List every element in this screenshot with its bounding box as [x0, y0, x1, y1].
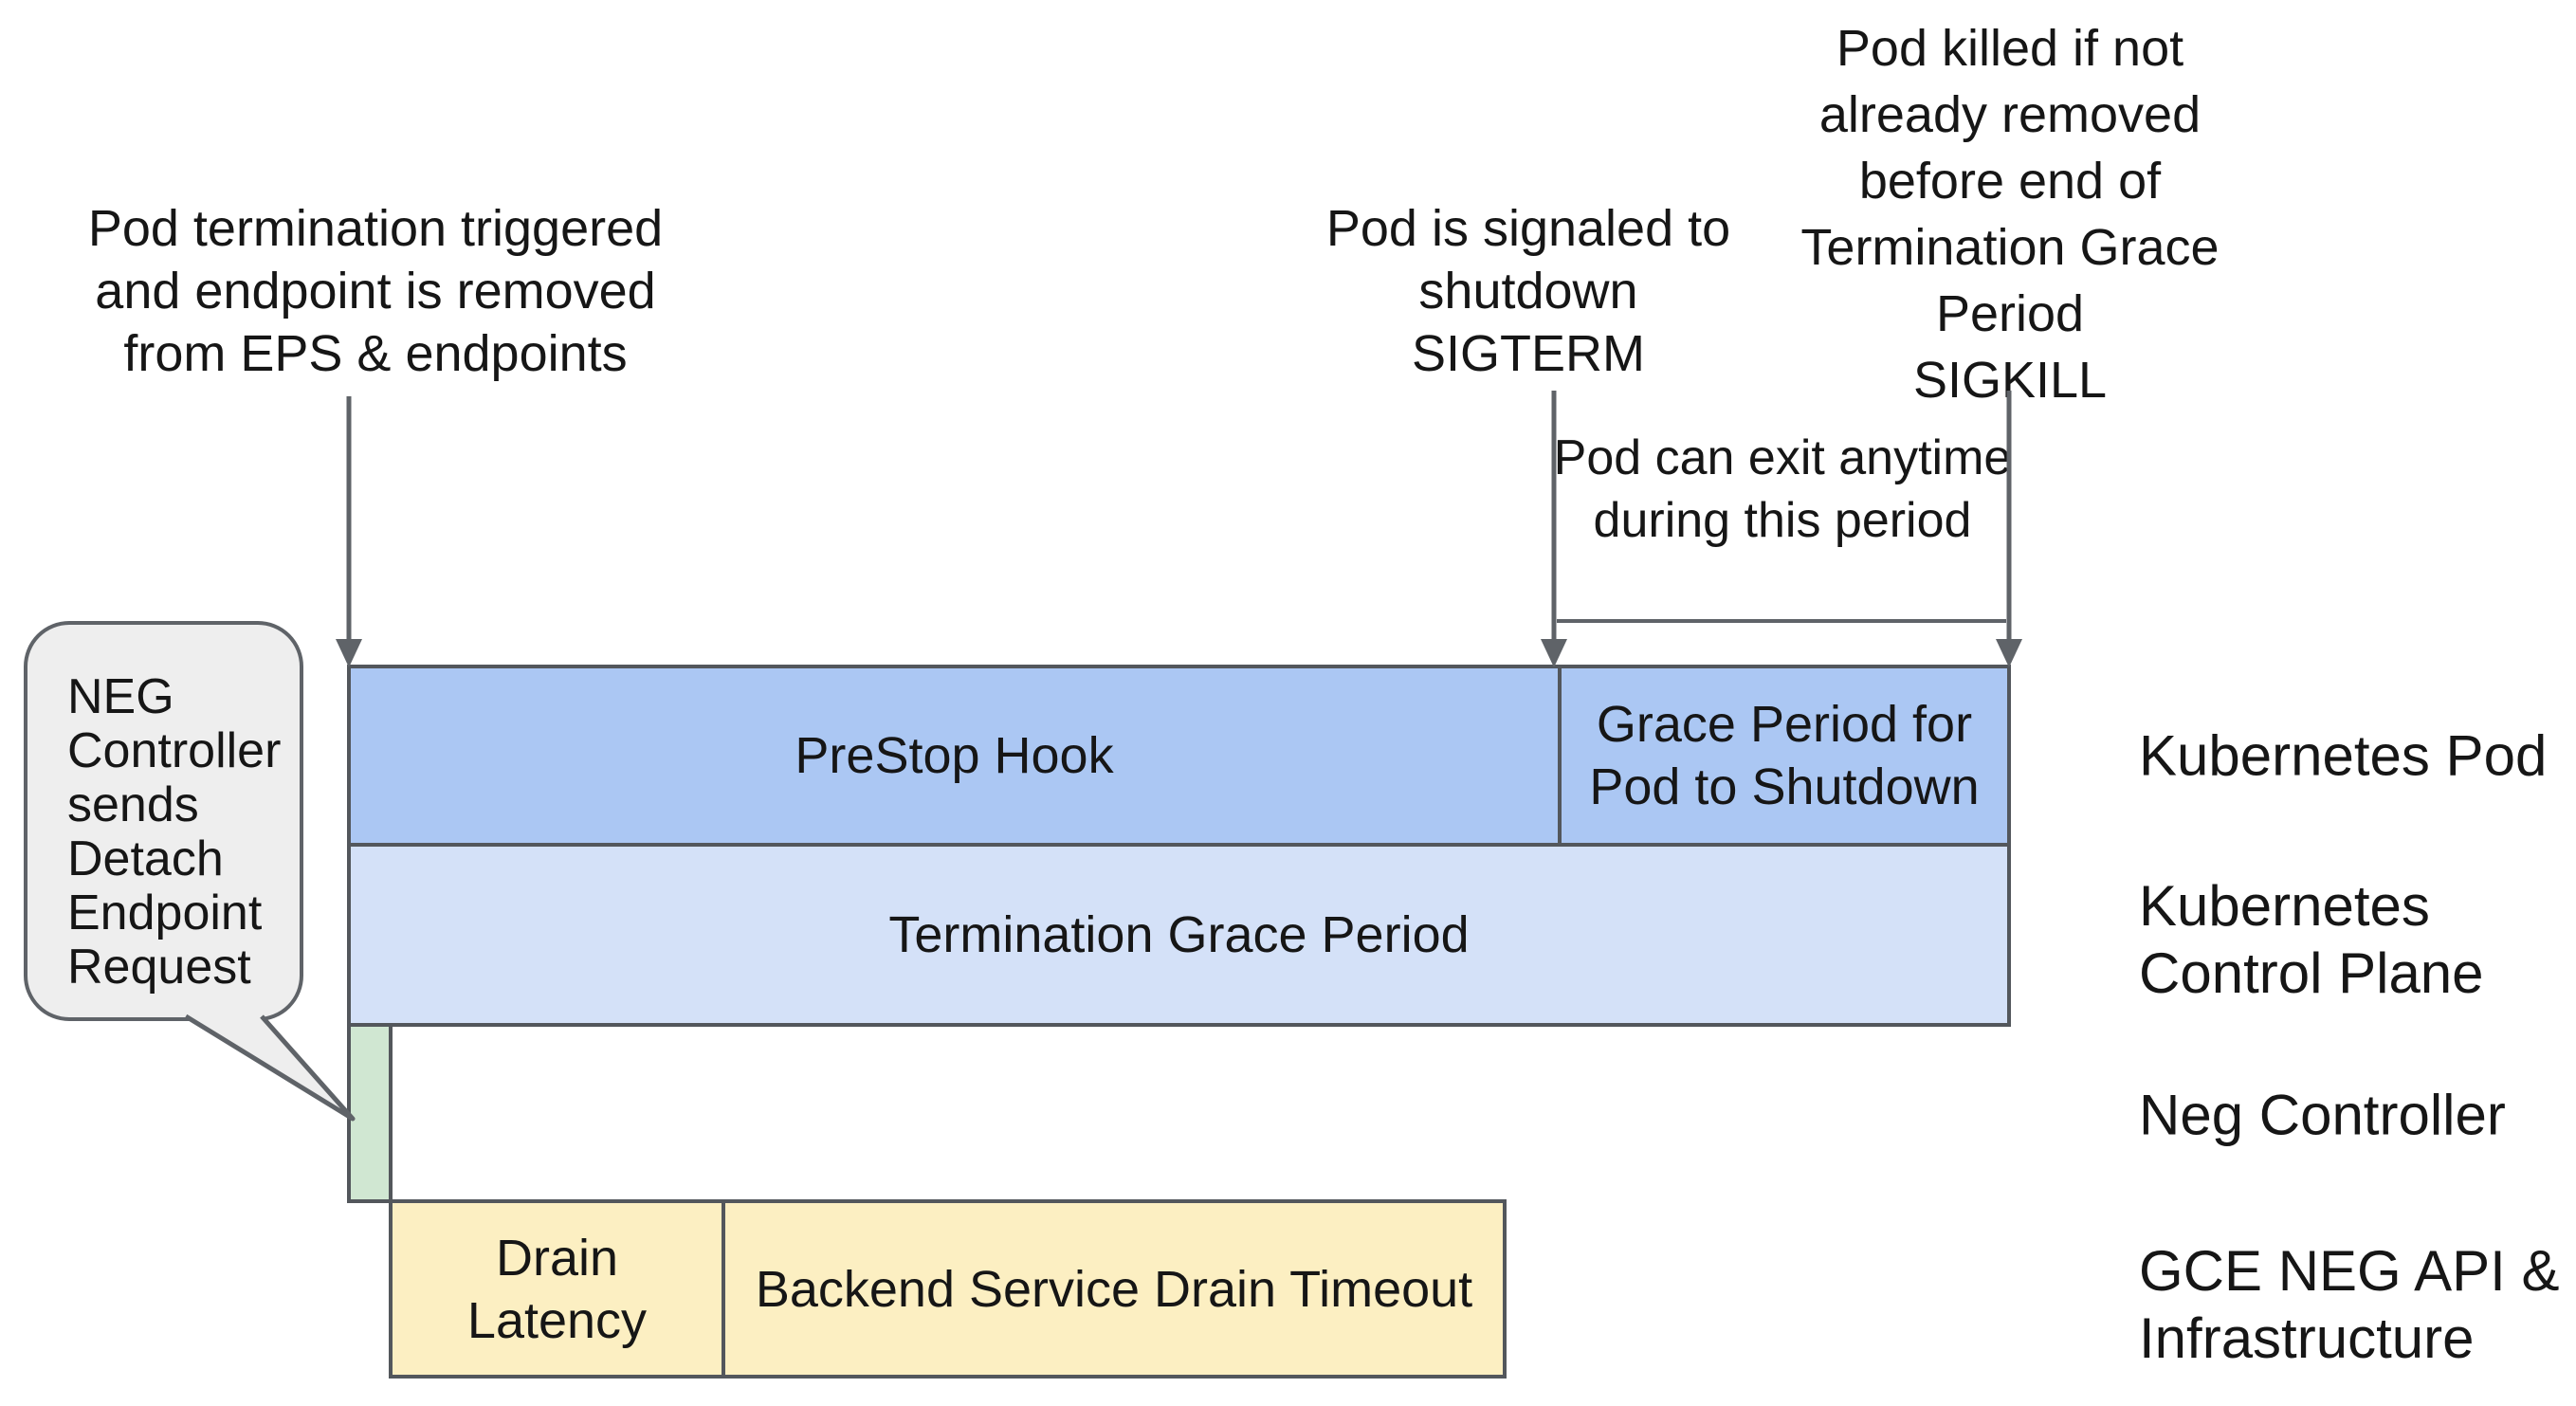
bubble-line: Endpoint	[67, 886, 263, 940]
bubble-line: NEG	[67, 669, 174, 724]
annotation-line: Pod termination triggered	[87, 200, 664, 257]
neg-controller-bar	[347, 1023, 393, 1203]
annotation-line: SIGTERM	[1411, 325, 1645, 382]
backend-drain-timeout-label: Backend Service Drain Timeout	[755, 1260, 1473, 1318]
annotation-line: shutdown	[1418, 263, 1638, 320]
lane-label-line: Kubernetes Pod	[2139, 723, 2548, 788]
lane-label-kubernetes-control-plane: Kubernetes Control Plane	[2139, 872, 2484, 1007]
gce-neg-row: Drain Latency Backend Service Drain Time…	[389, 1199, 1507, 1379]
annotation-line: Pod killed if not	[1836, 20, 2184, 77]
lane-label-line: Kubernetes	[2139, 874, 2430, 938]
annotation-line: Termination Grace	[1800, 219, 2220, 276]
lane-label-neg-controller: Neg Controller	[2139, 1082, 2506, 1149]
annotation-sigterm: Pod is signaled to shutdown SIGTERM	[1244, 197, 1813, 385]
termination-grace-period-cell: Termination Grace Period	[351, 847, 2007, 1023]
bubble-line: Detach	[67, 831, 224, 886]
drain-latency-line: Latency	[466, 1291, 648, 1349]
lane-label-kubernetes-pod: Kubernetes Pod	[2139, 722, 2547, 790]
annotation-line: Period	[1935, 285, 2085, 342]
prestop-hook-label: PreStop Hook	[795, 727, 1114, 784]
grace-period-line: Grace Period for	[1596, 696, 1973, 753]
lane-label-gce-neg-api: GCE NEG API & Infrastructure	[2139, 1237, 2559, 1372]
lane-label-line: Control Plane	[2139, 941, 2484, 1005]
annotation-line: and endpoint is removed	[95, 263, 656, 320]
bubble-line: Request	[67, 940, 251, 995]
annotation-sigkill: Pod killed if not already removed before…	[1726, 15, 2294, 413]
annotation-line: during this period	[1593, 493, 1972, 548]
annotation-line: from EPS & endpoints	[123, 325, 628, 382]
kubernetes-pod-row: PreStop Hook Grace Period for Pod to Shu…	[347, 665, 2011, 847]
lane-label-line: Infrastructure	[2139, 1306, 2475, 1370]
backend-drain-timeout-cell: Backend Service Drain Timeout	[722, 1203, 1503, 1375]
grace-period-cell: Grace Period for Pod to Shutdown	[1558, 668, 2007, 843]
grace-period-line: Pod to Shutdown	[1589, 758, 1980, 815]
annotation-line: Pod can exit anytime	[1553, 430, 2012, 485]
bubble-line: sends	[67, 777, 199, 832]
annotation-line: already removed	[1818, 86, 2201, 143]
termination-grace-period-label: Termination Grace Period	[888, 906, 1470, 963]
lane-label-line: GCE NEG API &	[2139, 1239, 2560, 1303]
neg-controller-speech-bubble: NEG Controller sends Detach Endpoint Req…	[24, 621, 303, 1021]
drain-latency-cell: Drain Latency	[393, 1203, 722, 1375]
annotation-line: before end of	[1858, 153, 2162, 210]
annotation-pod-can-exit: Pod can exit anytime during this period	[1545, 427, 2019, 552]
annotation-termination-triggered: Pod termination triggered and endpoint i…	[34, 197, 717, 385]
bubble-line: Controller	[67, 723, 282, 778]
lane-label-line: Neg Controller	[2139, 1083, 2506, 1147]
drain-latency-line: Drain	[495, 1229, 619, 1287]
control-plane-row: Termination Grace Period	[347, 843, 2011, 1027]
annotation-line: Pod is signaled to	[1325, 200, 1731, 257]
prestop-hook-cell: PreStop Hook	[351, 668, 1558, 843]
